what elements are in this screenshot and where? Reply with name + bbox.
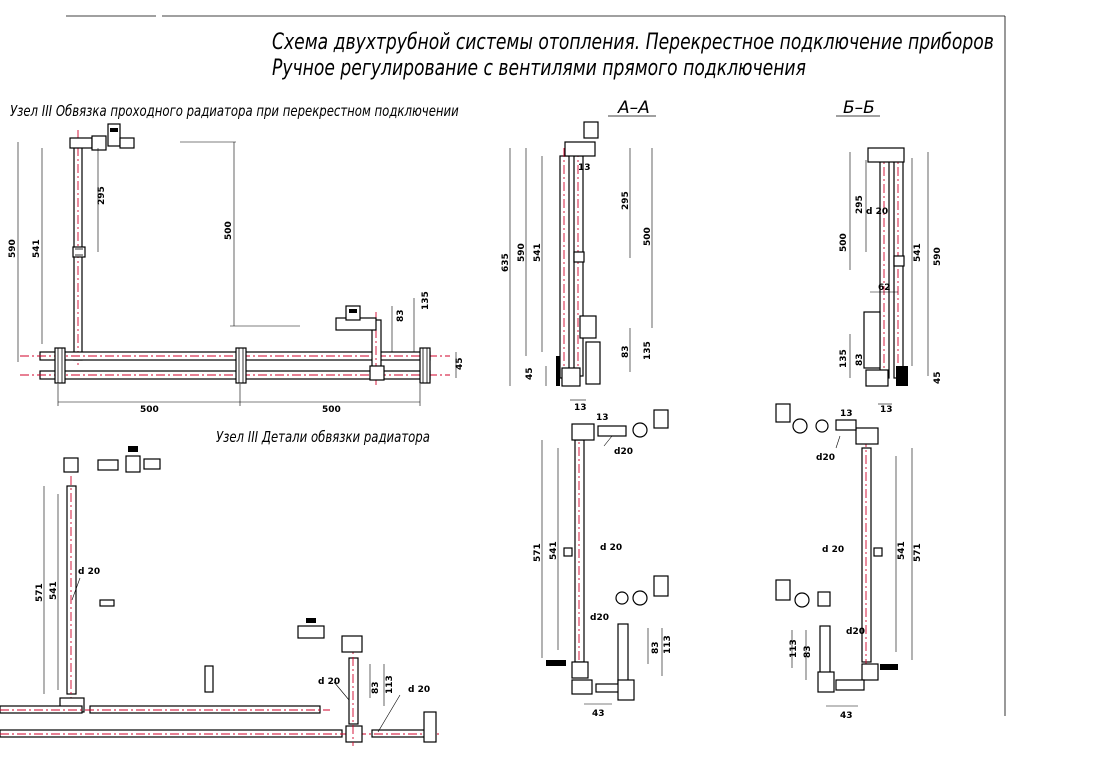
svg-text:571: 571 (913, 543, 923, 562)
svg-text:295: 295 (855, 195, 865, 214)
svg-text:d 20: d 20 (408, 685, 430, 695)
svg-text:d 20: d 20 (318, 677, 340, 687)
svg-text:45: 45 (525, 367, 535, 380)
svg-text:d 20: d 20 (822, 545, 844, 555)
drawing-title-line-1: Схема двухтрубной системы отопления. Пер… (272, 30, 994, 55)
svg-text:135: 135 (421, 291, 431, 310)
svg-text:113: 113 (663, 635, 673, 654)
section-bb-dimensions: 500 295 541 590 135 83 45 d 20 62 13 (839, 195, 943, 415)
svg-text:83: 83 (651, 641, 661, 654)
svg-text:13: 13 (880, 405, 893, 415)
node-connection-label: Узел III Обвязка проходного радиатора пр… (10, 102, 459, 120)
svg-text:13: 13 (840, 409, 853, 419)
svg-text:d20: d20 (590, 613, 609, 623)
section-bb-view (849, 147, 929, 405)
svg-text:541: 541 (533, 243, 543, 262)
svg-text:113: 113 (385, 675, 395, 694)
svg-text:83: 83 (621, 345, 631, 358)
svg-text:500: 500 (322, 405, 341, 415)
section-aa-view (509, 121, 653, 401)
svg-text:541: 541 (913, 243, 923, 262)
node-main-view (17, 123, 457, 406)
svg-text:541: 541 (897, 541, 907, 560)
drawing-title-line-2: Ручное регулирование с вентилями прямого… (272, 56, 806, 81)
svg-text:83: 83 (855, 353, 865, 366)
svg-text:83: 83 (371, 681, 381, 694)
svg-text:541: 541 (32, 239, 42, 258)
svg-text:295: 295 (97, 186, 107, 205)
svg-text:43: 43 (592, 709, 605, 719)
svg-text:635: 635 (501, 253, 511, 272)
svg-text:43: 43 (840, 711, 853, 721)
svg-text:d 20: d 20 (600, 543, 622, 553)
svg-text:d 20: d 20 (866, 207, 888, 217)
section-aa-details-dimensions: 571 541 d 20 d20 d20 13 83 113 43 (533, 413, 673, 719)
svg-text:500: 500 (643, 227, 653, 246)
section-bb-details (775, 403, 913, 707)
svg-text:135: 135 (839, 349, 849, 368)
node-details-view (0, 446, 440, 746)
svg-text:45: 45 (933, 371, 943, 384)
svg-text:295: 295 (621, 191, 631, 210)
svg-text:500: 500 (839, 233, 849, 252)
svg-text:135: 135 (643, 341, 653, 360)
svg-text:541: 541 (549, 541, 559, 560)
svg-text:45: 45 (455, 357, 465, 370)
node-details-label: Узел III Детали обвязки радиатора (216, 428, 430, 446)
svg-text:62: 62 (878, 283, 891, 293)
svg-text:590: 590 (8, 239, 18, 258)
section-aa-details (541, 409, 669, 705)
drawing-frame (66, 15, 1006, 716)
svg-text:83: 83 (396, 309, 406, 322)
svg-text:500: 500 (140, 405, 159, 415)
svg-text:113: 113 (789, 639, 799, 658)
svg-text:d20: d20 (614, 447, 633, 457)
svg-text:d20: d20 (816, 453, 835, 463)
svg-text:83: 83 (803, 645, 813, 658)
svg-text:541: 541 (49, 581, 59, 600)
svg-text:d20: d20 (846, 627, 865, 637)
svg-text:590: 590 (517, 243, 527, 262)
svg-text:571: 571 (35, 583, 45, 602)
svg-text:13: 13 (574, 403, 587, 413)
section-bb-details-dimensions: 571 541 d 20 d20 d20 13 113 83 43 (789, 409, 923, 721)
svg-text:571: 571 (533, 543, 543, 562)
svg-text:13: 13 (578, 163, 591, 173)
node-main-dimensions: 590 541 295 500 83 135 45 500 500 (8, 186, 465, 415)
section-aa-dimensions: 635 590 541 295 500 83 135 45 13 13 (501, 163, 653, 413)
section-aa-label: А–А (618, 98, 650, 118)
svg-text:590: 590 (933, 247, 943, 266)
section-bb-label: Б–Б (843, 98, 875, 118)
svg-text:500: 500 (224, 221, 234, 240)
svg-text:d 20: d 20 (78, 567, 100, 577)
node-details-dimensions: 571 541 d 20 d 20 d 20 83 113 (35, 567, 430, 695)
svg-text:13: 13 (596, 413, 609, 423)
